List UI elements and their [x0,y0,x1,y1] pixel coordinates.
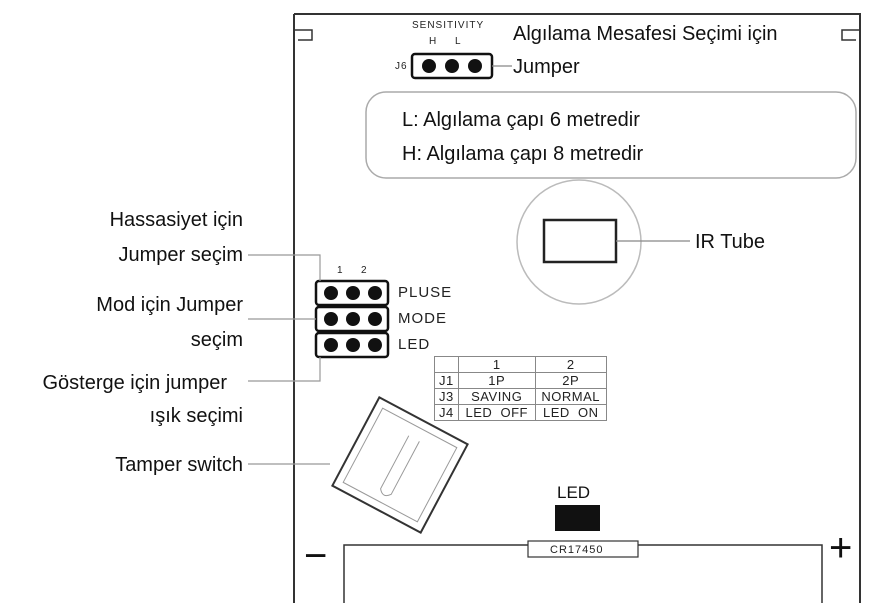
jumper-row-led [314,331,390,359]
led-indicator [555,505,600,531]
table-row: 1 2 [434,356,607,373]
pin-label-led: LED [398,336,431,353]
table-cell: 2P [534,372,607,389]
mod-label-2: seçim [190,329,243,351]
table-cell: NORMAL [534,388,607,405]
ir-tube-circle [516,179,642,305]
hassasiyet-leader [248,254,321,281]
model-tab [527,540,639,558]
table-cell: LED OFF [457,404,536,421]
table-cell [434,356,459,373]
jumper-row-pluse [314,279,390,307]
pin-number-1: 1 [337,265,344,276]
sens-l-label: L [455,36,462,47]
gosterge-label-2: ışık seçimi [149,405,243,427]
table-row: J1 1P 2P [434,372,607,389]
table-cell: 1 [457,356,536,373]
ir-tube-label: IR Tube [695,231,766,253]
pin-label-pluse: PLUSE [398,284,453,301]
model-number: CR17450 [550,544,604,556]
table-row: J4 LED OFF LED ON [434,404,607,421]
top-label-line2: Jumper [513,56,580,78]
led-label: LED [557,483,591,502]
mod-label-1: Mod için Jumper [96,294,243,316]
j6-label: J6 [395,61,408,72]
gosterge-label-1: Gösterge için jumper [42,372,227,394]
hassasiyet-label-1: Hassasiyet için [109,209,243,231]
table-cell: 2 [534,356,607,373]
tamper-label: Tamper switch [115,454,243,476]
table-row: J3 SAVING NORMAL [434,388,607,405]
top-left-notch [294,29,313,41]
top-label-line1: Algılama Mesafesi Seçimi için [513,23,778,45]
table-cell: LED ON [534,404,607,421]
board-outline [293,13,861,603]
jumper-table: 1 2 J1 1P 2P J3 SAVING NORMAL J4 LED OFF… [434,356,607,421]
pin-number-2: 2 [361,265,368,276]
top-right-notch [841,29,860,41]
tamper-switch [331,396,469,534]
gosterge-leader [248,357,321,382]
table-cell: J1 [434,372,459,389]
table-cell: 1P [457,372,536,389]
hassasiyet-label-2: Jumper seçim [118,244,243,266]
table-cell: SAVING [457,388,536,405]
info-line-1: L: Algılama çapı 6 metredir [402,109,640,131]
ir-tube-window [542,218,618,264]
detection-info-box [365,91,857,179]
sensitivity-label: SENSITIVITY [412,20,485,31]
minus-sign: − [304,534,328,578]
table-cell: J4 [434,404,459,421]
plus-sign: + [829,526,853,570]
sens-h-label: H [429,36,438,47]
table-cell: J3 [434,388,459,405]
info-line-2: H: Algılama çapı 8 metredir [402,143,644,165]
pin-label-mode: MODE [398,310,447,327]
